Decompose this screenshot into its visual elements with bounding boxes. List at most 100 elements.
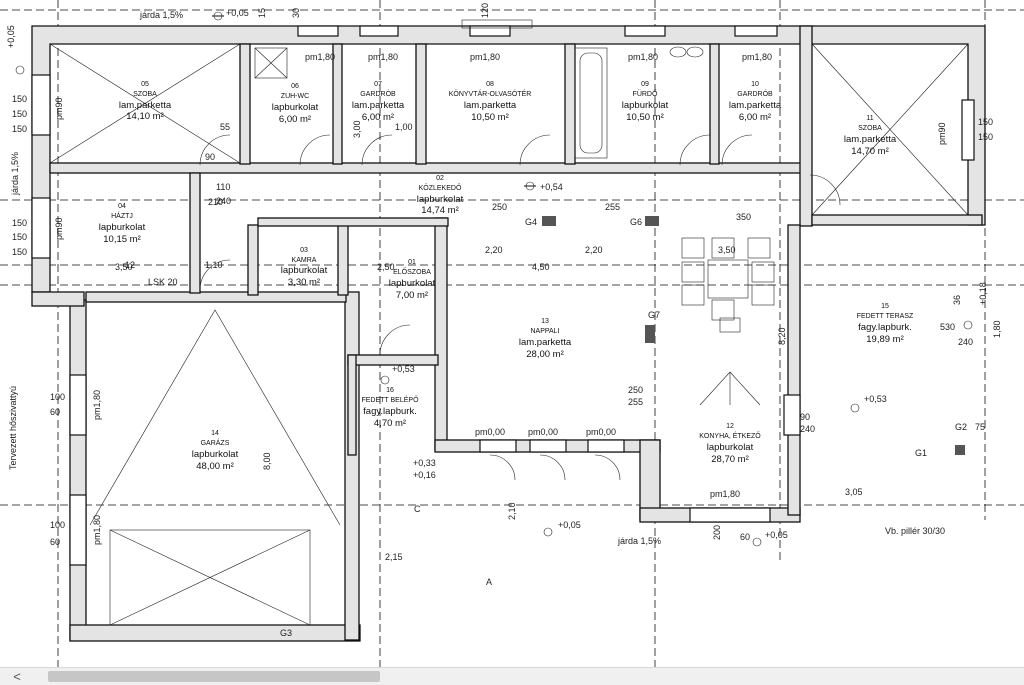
room-area: 3,30 m²: [288, 277, 320, 288]
room-floor: lam.parketta: [844, 134, 897, 145]
dim-label: 150: [12, 94, 27, 104]
level-label: +0,33: [413, 458, 436, 468]
dim-label: 240: [800, 424, 815, 434]
fixtures: [49, 19, 969, 626]
room-area: 4,70 m²: [374, 418, 406, 429]
room-area: 10,15 m²: [103, 234, 141, 245]
level-label: +0,18: [978, 282, 988, 305]
window-label: pm0,00: [586, 427, 616, 437]
window-label: pm1,80: [470, 52, 500, 62]
dim-label: 1,00: [395, 122, 413, 132]
room-name: NAPPALI: [530, 328, 559, 335]
dim-label: 100: [50, 392, 65, 402]
room-labels: 05 SZOBA lam.parketta 14,10 m² 06 ZUH-WC…: [99, 81, 914, 472]
room-floor: lapburkolat: [622, 100, 669, 111]
level-label: +0,53: [864, 394, 887, 404]
room-floor: fagy.lapburk.: [363, 406, 417, 417]
room-name: GARÁZS: [201, 438, 230, 447]
room-area: 6,00 m²: [279, 114, 311, 125]
scrollbar-thumb[interactable]: [48, 671, 380, 682]
dim-label: 60: [50, 537, 60, 547]
dim-label: 12: [125, 260, 135, 270]
room-number: 03: [300, 247, 308, 254]
annotations: járda 1,5% járda 1,5% járda 1,5% Terveze…: [6, 8, 988, 638]
level-label: +0,54: [540, 182, 563, 192]
dim-label: 255: [605, 202, 620, 212]
dim-label: 1,10: [205, 260, 223, 270]
room-floor: lam.parketta: [464, 100, 517, 111]
section-label: A: [486, 577, 492, 587]
dimensions: 15 30 150 150 150 150 150 150 150 150 10…: [12, 3, 1002, 562]
dim-label: 4,50: [532, 262, 550, 272]
room-floor: lapburkolat: [389, 278, 436, 289]
jarda-label: járda 1,5%: [617, 536, 661, 546]
level-label: +0,16: [413, 470, 436, 480]
room-number: 11: [866, 115, 873, 122]
dim-label: 350: [736, 212, 751, 222]
dim-label: 240: [216, 196, 231, 206]
dim-label: 250: [628, 385, 643, 395]
window-label: pm90: [54, 97, 64, 120]
dim-label: 100: [50, 520, 65, 530]
gutter-label: G4: [525, 217, 537, 227]
window-label: pm1,80: [92, 515, 102, 545]
dim-label: 75: [975, 422, 985, 432]
dim-label: 2,15: [385, 552, 403, 562]
gutter-label: G1: [915, 448, 927, 458]
room-number: 07: [374, 81, 382, 88]
room-floor: lapburkolat: [417, 194, 464, 205]
room-number: 01: [408, 259, 416, 266]
dim-label: 60: [50, 407, 60, 417]
dim-label: 3,05: [845, 487, 863, 497]
room-number: 06: [291, 83, 299, 90]
room-name: SZOBA: [133, 91, 157, 98]
window-label: pm90: [937, 122, 947, 145]
dim-label: 3,50: [115, 262, 133, 272]
dim-label: 150: [12, 124, 27, 134]
window-label: pm1,80: [710, 489, 740, 499]
dim-label: 60: [740, 532, 750, 542]
room-name: FEDETT BELÉPŐ: [361, 395, 419, 404]
room-floor: lam.parketta: [729, 100, 782, 111]
window-label: pm1,80: [628, 52, 658, 62]
room-area: 28,00 m²: [526, 349, 564, 360]
room-floor: lam.parketta: [519, 337, 572, 348]
dim-label: 150: [12, 247, 27, 257]
window-label: pm0,00: [475, 427, 505, 437]
room-area: 6,00 m²: [362, 112, 394, 123]
dim-label: 240: [958, 337, 973, 347]
window-label: pm90: [54, 217, 64, 240]
dim-label: 150: [12, 232, 27, 242]
dim-label: 110: [216, 182, 230, 192]
room-name: KAMRA: [292, 257, 317, 264]
dim-label: 2,10: [507, 502, 517, 520]
level-label: +0,05: [765, 530, 788, 540]
room-number: 12: [726, 423, 734, 430]
dim-label: 255: [628, 397, 643, 407]
dim-label: 55: [220, 122, 230, 132]
level-label: +0,53: [392, 364, 415, 374]
room-number: 02: [436, 175, 444, 182]
room-name: FÜRDŐ: [633, 89, 658, 98]
horizontal-scrollbar[interactable]: <: [0, 667, 1024, 685]
lsk-label: LSK 20: [148, 277, 178, 287]
dim-label: 120: [480, 3, 490, 18]
grid-lines: [0, 0, 1024, 667]
section-label: C: [414, 504, 421, 514]
windows: [31, 25, 975, 566]
window-label: pm1,80: [742, 52, 772, 62]
window-label: pm1,80: [305, 52, 335, 62]
room-area: 14,74 m²: [421, 205, 459, 216]
dim-label: 1,80: [992, 320, 1002, 338]
room-name: KÖZLEKEDŐ: [419, 183, 462, 192]
room-number: 15: [881, 303, 889, 310]
room-name: GARDRÓB: [737, 89, 773, 98]
floor-plan: 05 SZOBA lam.parketta 14,10 m² 06 ZUH-WC…: [0, 0, 1024, 667]
scroll-left-arrow-icon[interactable]: <: [13, 669, 21, 684]
dim-label: 200: [712, 525, 722, 540]
level-markers: [15, 11, 973, 547]
dim-label: 2,20: [485, 245, 503, 255]
room-floor: lapburkolat: [99, 222, 146, 233]
room-number: 09: [641, 81, 649, 88]
room-area: 10,50 m²: [626, 112, 664, 123]
